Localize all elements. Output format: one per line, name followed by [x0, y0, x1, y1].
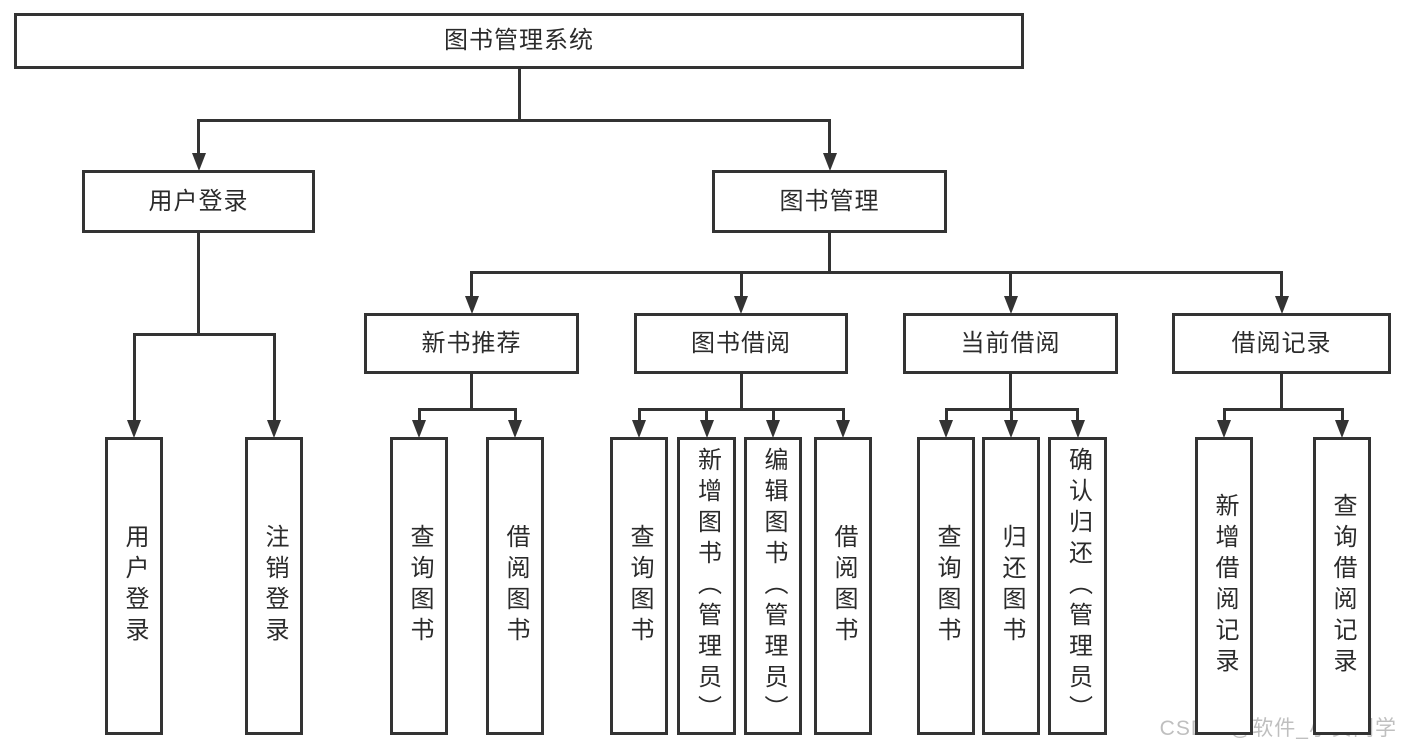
connector-drop-leaf-add-book: [705, 408, 708, 421]
arrow-down-icon-user-login: [191, 153, 206, 171]
connector-drop-leaf-return-book: [1009, 408, 1013, 421]
node-label-borrow-records: 借阅记录: [1231, 329, 1332, 357]
connector-drop-leaf-borrow-book-2: [841, 408, 845, 421]
connector-drop-user-login: [197, 119, 200, 154]
connector-trunk-new-book-recommend: [470, 374, 473, 411]
node-label-leaf-query-book-2: 查询图书: [626, 524, 653, 648]
node-current-borrow: 当前借阅: [903, 313, 1118, 374]
node-leaf-logout: 注销登录: [245, 437, 303, 735]
connector-drop-leaf-query-book-2: [637, 408, 641, 421]
connector-drop-leaf-edit-book: [771, 408, 775, 421]
connector-drop-leaf-borrow-book-1: [513, 408, 517, 421]
connector-drop-book-borrow: [739, 271, 743, 297]
connector-bus-book-borrow: [637, 408, 845, 411]
node-user-login: 用户登录: [82, 170, 315, 233]
connector-bus-book-management: [470, 271, 1283, 274]
arrow-down-icon-leaf-query-book-2: [632, 420, 646, 438]
node-leaf-user-login: 用户登录: [105, 437, 163, 735]
connector-drop-leaf-add-borrow-record: [1222, 408, 1226, 421]
connector-trunk-root: [517, 69, 521, 122]
node-leaf-add-book: 新增图书（管理员）: [677, 437, 736, 735]
connector-trunk-current-borrow: [1009, 374, 1012, 411]
node-leaf-borrow-book-2: 借阅图书: [814, 437, 872, 735]
arrow-down-icon-leaf-logout: [267, 420, 281, 438]
node-label-user-login: 用户登录: [148, 187, 249, 215]
node-new-book-recommend: 新书推荐: [364, 313, 579, 374]
arrow-down-icon-leaf-confirm-return: [1070, 420, 1085, 438]
node-leaf-query-book-3: 查询图书: [917, 437, 975, 735]
node-leaf-query-book-1: 查询图书: [390, 437, 448, 735]
node-leaf-return-book: 归还图书: [982, 437, 1040, 735]
connector-drop-borrow-records: [1280, 271, 1283, 297]
node-root: 图书管理系统: [14, 13, 1024, 69]
node-label-leaf-confirm-return: 确认归还（管理员）: [1064, 446, 1092, 726]
node-leaf-borrow-book-1: 借阅图书: [486, 437, 544, 735]
connector-bus-root: [197, 119, 831, 122]
node-book-borrow: 图书借阅: [634, 313, 848, 374]
connector-drop-leaf-confirm-return: [1076, 408, 1079, 421]
arrow-down-icon-book-management: [822, 153, 837, 171]
arrow-down-icon-leaf-add-book: [699, 420, 714, 438]
node-label-book-borrow: 图书借阅: [691, 329, 791, 357]
connector-drop-leaf-query-book-3: [944, 408, 948, 421]
arrow-down-icon-leaf-query-borrow-record: [1335, 420, 1349, 438]
connector-bus-new-book-recommend: [417, 408, 517, 411]
connector-drop-leaf-query-book-1: [417, 408, 421, 421]
node-label-root: 图书管理系统: [444, 27, 594, 54]
node-borrow-records: 借阅记录: [1172, 313, 1391, 374]
arrow-down-icon-book-borrow: [734, 296, 748, 314]
connector-drop-current-borrow: [1009, 271, 1012, 297]
node-label-current-borrow: 当前借阅: [960, 329, 1061, 357]
connector-trunk-book-management: [828, 233, 831, 274]
node-label-leaf-logout: 注销登录: [261, 524, 288, 648]
node-label-leaf-borrow-book-2: 借阅图书: [830, 524, 857, 648]
arrow-down-icon-leaf-query-book-1: [412, 420, 426, 438]
node-book-management: 图书管理: [712, 170, 947, 233]
arrow-down-icon-leaf-edit-book: [766, 420, 780, 438]
node-label-new-book-recommend: 新书推荐: [421, 329, 522, 357]
arrow-down-icon-leaf-return-book: [1004, 420, 1018, 438]
connector-drop-leaf-user-login: [132, 333, 136, 421]
node-label-leaf-add-book: 新增图书（管理员）: [693, 446, 721, 726]
node-label-leaf-return-book: 归还图书: [998, 524, 1025, 648]
arrow-down-icon-leaf-query-book-3: [939, 420, 953, 438]
arrow-down-icon-current-borrow: [1003, 296, 1018, 314]
node-label-leaf-borrow-book-1: 借阅图书: [502, 524, 529, 648]
arrow-down-icon-leaf-add-borrow-record: [1217, 420, 1231, 438]
node-label-leaf-query-book-1: 查询图书: [406, 524, 433, 648]
connector-drop-leaf-query-borrow-record: [1340, 408, 1344, 421]
node-leaf-confirm-return: 确认归还（管理员）: [1048, 437, 1107, 735]
node-label-leaf-query-book-3: 查询图书: [933, 524, 960, 648]
connector-trunk-book-borrow: [739, 374, 743, 411]
connector-drop-book-management: [828, 119, 831, 154]
arrow-down-icon-leaf-borrow-book-2: [836, 420, 850, 438]
arrow-down-icon-borrow-records: [1274, 296, 1289, 314]
arrow-down-icon-leaf-borrow-book-1: [508, 420, 522, 438]
node-leaf-edit-book: 编辑图书（管理员）: [744, 437, 802, 735]
node-label-book-management: 图书管理: [779, 187, 880, 215]
node-label-leaf-edit-book: 编辑图书（管理员）: [760, 446, 787, 726]
connector-drop-leaf-logout: [272, 333, 276, 421]
arrow-down-icon-leaf-user-login: [127, 420, 141, 438]
connector-drop-new-book-recommend: [470, 271, 473, 297]
node-label-leaf-add-borrow-record: 新增借阅记录: [1211, 493, 1238, 679]
arrow-down-icon-new-book-recommend: [464, 296, 479, 314]
node-leaf-query-borrow-record: 查询借阅记录: [1313, 437, 1371, 735]
node-label-leaf-user-login: 用户登录: [121, 524, 148, 648]
node-leaf-add-borrow-record: 新增借阅记录: [1195, 437, 1253, 735]
node-label-leaf-query-borrow-record: 查询借阅记录: [1329, 493, 1356, 679]
connector-trunk-borrow-records: [1280, 374, 1283, 411]
node-leaf-query-book-2: 查询图书: [610, 437, 668, 735]
connector-bus-user-login: [132, 333, 276, 336]
connector-trunk-user-login: [197, 233, 200, 336]
connector-bus-borrow-records: [1222, 408, 1344, 411]
